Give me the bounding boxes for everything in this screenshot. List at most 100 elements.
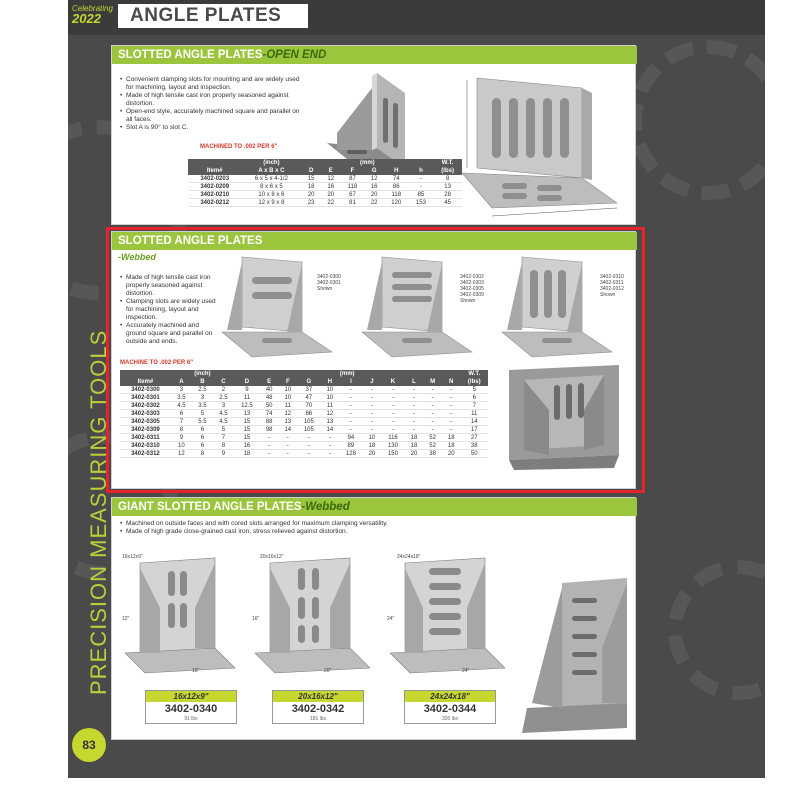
table-cell: 28 — [433, 190, 462, 199]
table-cell: - — [339, 401, 363, 410]
table-cell: 9 — [212, 449, 234, 458]
table-cell: 17 — [460, 425, 488, 434]
anniversary-logo: Celebrating 2022 — [72, 4, 118, 32]
list-item: Made of high grade close-grained cast ir… — [120, 528, 620, 536]
table-cell: - — [259, 433, 279, 442]
table-cell: 7 — [212, 433, 234, 442]
table-cell: - — [259, 449, 279, 458]
table-header: K — [381, 378, 405, 386]
table-cell: - — [441, 425, 461, 434]
table-cell: 22 — [364, 198, 384, 207]
table-cell: - — [408, 175, 434, 183]
table-cell: - — [278, 449, 298, 458]
table-cell: 20 — [301, 190, 321, 199]
list-item: Made of high tensile cast iron properly … — [120, 92, 305, 108]
table-cell: 3.5 — [170, 393, 192, 402]
table-cell: 5 — [191, 409, 213, 418]
table-cell: - — [381, 393, 405, 402]
table-cell: - — [362, 409, 382, 418]
table-header: G — [364, 167, 384, 175]
table-cell: - — [297, 441, 321, 450]
table-cell: 10 — [362, 433, 382, 442]
table-cell: 118 — [383, 190, 409, 199]
table-cell: - — [259, 441, 279, 450]
webbed-plate-diagram-small — [212, 252, 342, 362]
table-cell: 18 — [404, 433, 424, 442]
table-cell: 7 — [170, 417, 192, 426]
table-cell: 8 — [170, 425, 192, 434]
table-cell: 12 — [320, 409, 340, 418]
table-header: (lbs) — [433, 167, 462, 175]
table-cell: 37 — [297, 386, 321, 394]
dimension-label: 12" — [122, 616, 130, 622]
dimension-label: 16" — [192, 668, 200, 674]
table-cell: 10 — [320, 386, 340, 394]
table-cell: 12 x 9 x 8 — [241, 198, 302, 207]
section-open-end: SLOTTED ANGLE PLATES-OPEN END Convenient… — [111, 45, 637, 225]
table-cell: 15 — [233, 417, 260, 426]
table-cell: - — [423, 409, 442, 418]
table-cell: 18 — [233, 449, 260, 458]
table-header: F — [340, 167, 365, 175]
dimension-label: 24" — [387, 616, 395, 622]
machining-note: MACHINE TO .002 PER 6" — [120, 360, 194, 366]
table-cell: - — [408, 182, 434, 191]
table-cell: - — [339, 386, 363, 394]
table-group-header: (inch) — [170, 370, 234, 378]
table-group-header: W.T. — [433, 159, 462, 167]
table-header: A — [170, 378, 192, 386]
table-cell: 2.5 — [212, 393, 234, 402]
sidebar-vertical-title: PRECISION MEASURING TOOLS — [86, 329, 111, 695]
table-cell: 3 — [191, 393, 213, 402]
table-cell: - — [320, 441, 340, 450]
table-header: H — [383, 167, 409, 175]
dimension-label: 16x12x9" — [122, 554, 143, 560]
dimension-label: 24x24x18" — [397, 554, 421, 560]
table-header: E — [320, 167, 341, 175]
table-cell: 15 — [233, 433, 260, 442]
table-cell: - — [362, 386, 382, 394]
table-header: Item# — [120, 378, 171, 386]
table-header: D — [233, 378, 260, 386]
table-cell: - — [404, 425, 424, 434]
machining-note: MACHINED TO .002 PER 6" — [200, 144, 278, 150]
list-item: Slot A is 90° to slot C. — [120, 124, 305, 132]
table-cell: 16 — [320, 182, 341, 191]
table-header: L — [404, 378, 424, 386]
table-cell: 8 — [212, 441, 234, 450]
table-header: J — [362, 378, 382, 386]
table-cell: - — [404, 417, 424, 426]
table-cell: 9 — [233, 386, 260, 394]
table-cell: 120 — [383, 198, 409, 207]
table-cell: 6 — [191, 425, 213, 434]
page-header: Celebrating 2022 ANGLE PLATES — [68, 0, 765, 35]
table-cell: 118 — [340, 182, 365, 191]
item-number-cell: 3402-0303 — [120, 409, 171, 418]
feature-list: Made of high tensile cast iron properly … — [120, 274, 220, 346]
table-cell: 50 — [460, 449, 488, 458]
table-cell: 14 — [320, 425, 340, 434]
caption-item-number: 3402-0340 — [164, 703, 218, 715]
table-cell: 74 — [383, 175, 409, 183]
table-group-header: (mm) — [301, 159, 434, 167]
table-cell: 87 — [340, 175, 365, 183]
item-number-cell: 3402-0302 — [120, 401, 171, 410]
table-cell: - — [278, 441, 298, 450]
section-title: SLOTTED ANGLE PLATES-OPEN END — [112, 46, 637, 64]
table-cell: 128 — [339, 449, 363, 458]
table-cell: - — [381, 386, 405, 394]
table-cell: - — [423, 401, 442, 410]
item-number-cell: 3402-0210 — [188, 190, 242, 199]
table-cell: 13 — [278, 417, 298, 426]
table-header: Item# — [188, 167, 242, 175]
table-header: C — [212, 378, 234, 386]
table-cell: 2.5 — [191, 386, 213, 394]
table-cell: - — [381, 417, 405, 426]
item-number-cell: 3402-0301 — [120, 393, 171, 402]
table-cell: 13 — [433, 182, 462, 191]
table-cell: 18 — [301, 182, 321, 191]
